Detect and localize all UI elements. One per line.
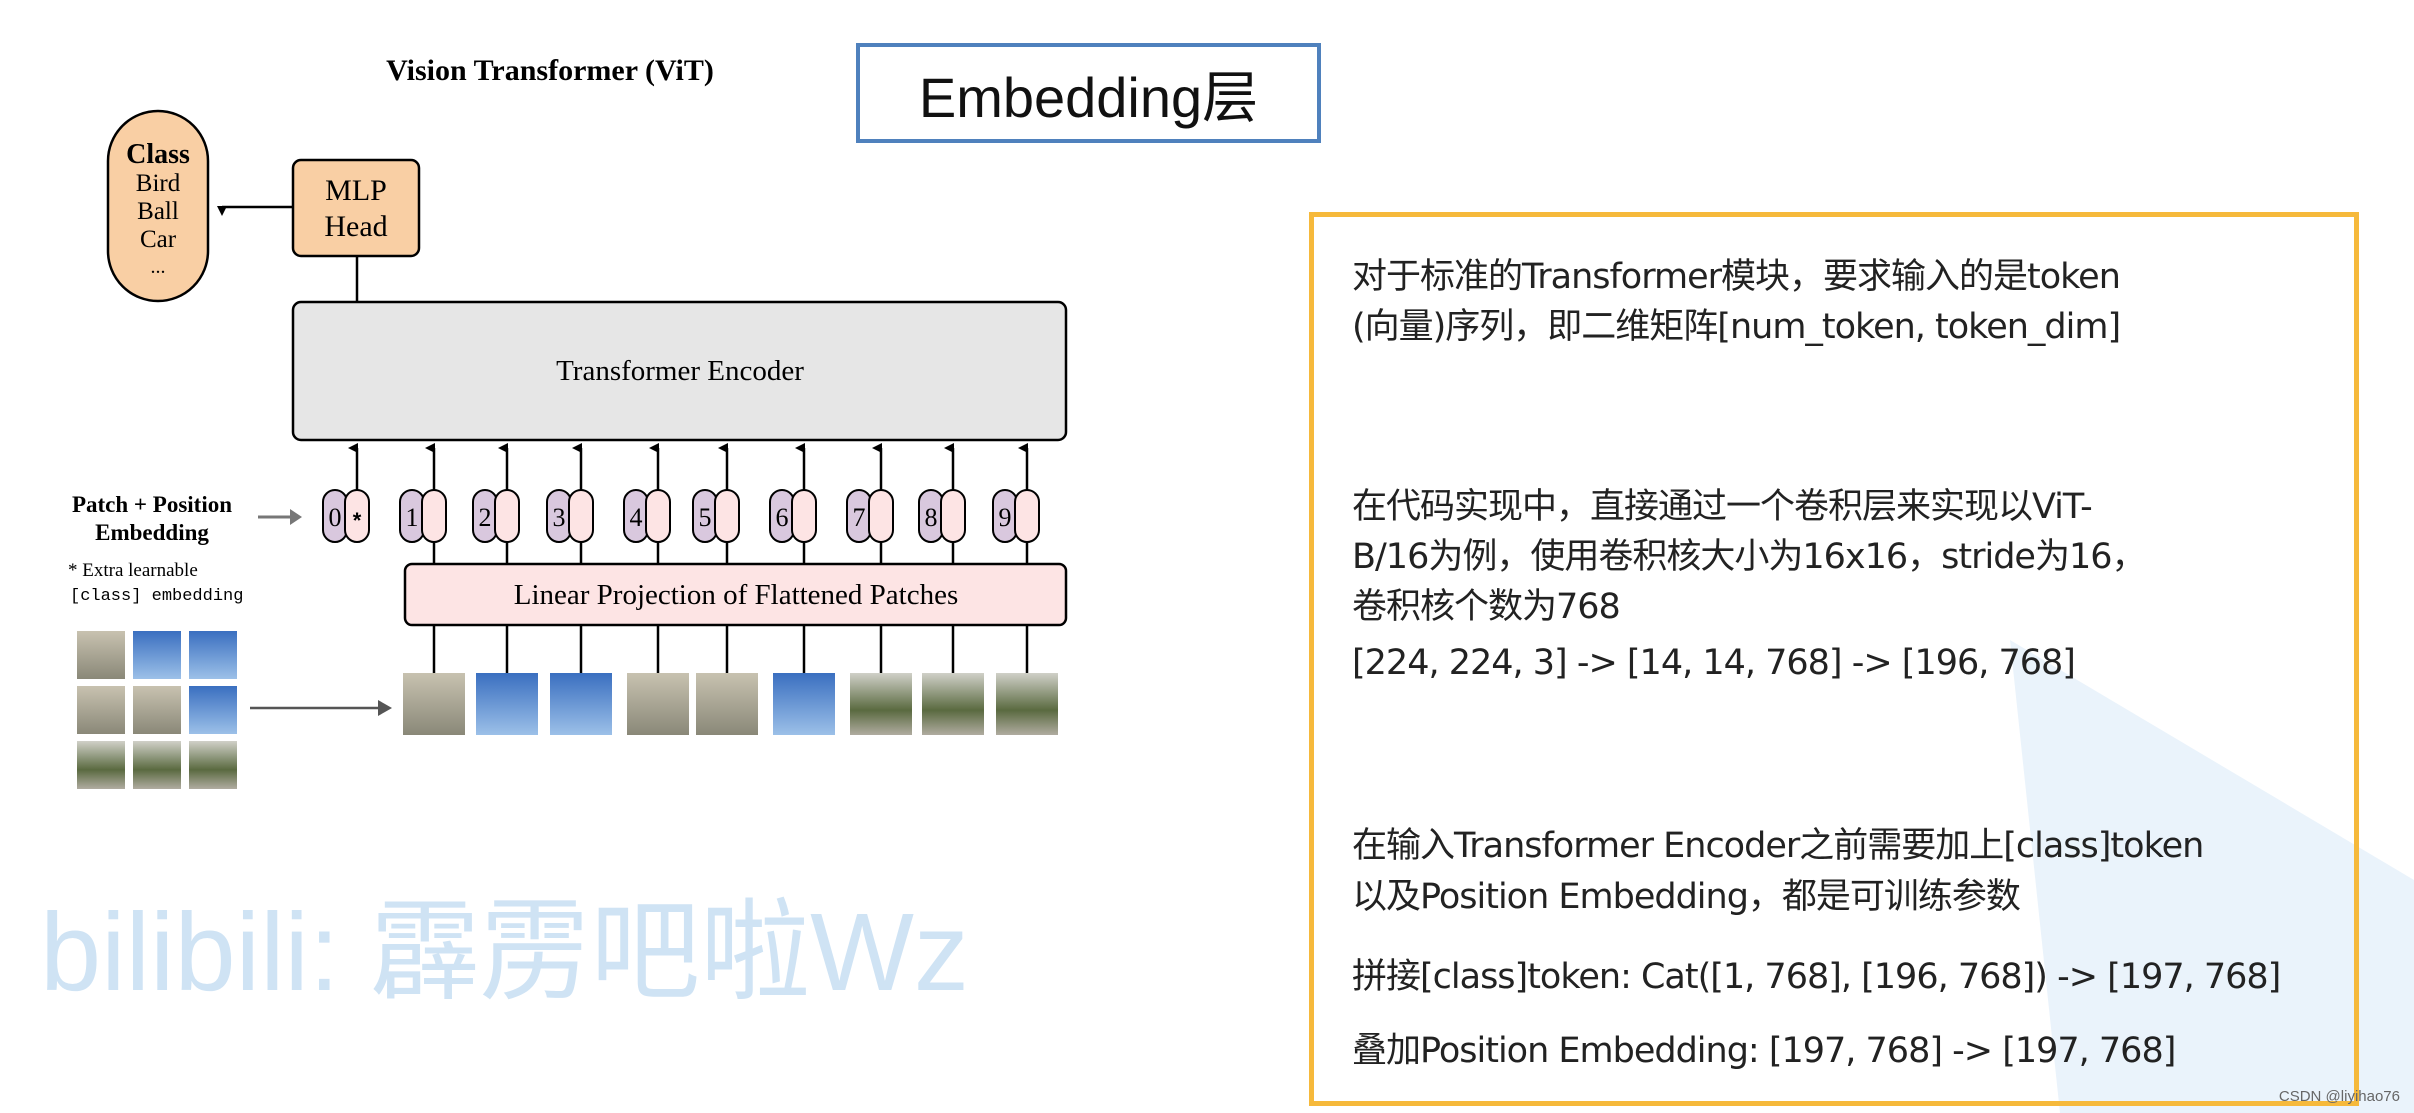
note-line: [224, 224, 3] -> [14, 14, 768] -> [196, … (1352, 643, 2076, 683)
token-index: 5 (699, 503, 712, 532)
image-patch (476, 673, 538, 735)
patch-embedding (714, 489, 740, 543)
embedding-label-line: Patch + Position (72, 492, 232, 517)
class-item: Car (140, 226, 177, 253)
watermark: bilibili: 霹雳吧啦Wz (40, 891, 969, 1014)
grid-patch (133, 631, 181, 679)
token-6: 6 (769, 443, 817, 673)
token-index: 4 (630, 503, 643, 532)
class-item: ... (151, 256, 166, 278)
image-patch (696, 673, 758, 735)
note-line: 以及Position Embedding，都是可训练参数 (1352, 877, 2021, 917)
grid-patch (189, 631, 237, 679)
patch-embedding (791, 489, 817, 543)
mlp-head: MLP Head (291, 158, 421, 258)
token-index: 1 (406, 503, 419, 532)
note-line: 卷积核个数为768 (1352, 587, 1621, 627)
class-item: Bird (136, 170, 181, 197)
patch-embedding (645, 489, 671, 543)
slide-title-text: Embedding层 (918, 65, 1259, 129)
token-3: 3 (546, 443, 594, 673)
patch-embedding (1014, 489, 1040, 543)
note-line: 在代码实现中，直接通过一个卷积层来实现以ViT- (1352, 487, 2093, 527)
encoder-label: Transformer Encoder (556, 355, 804, 387)
grid-patch (77, 741, 125, 789)
token-index: 3 (553, 503, 566, 532)
mlp-label: Head (324, 210, 387, 243)
token-2: 2 (472, 443, 520, 673)
token-8: 8 (918, 443, 966, 673)
patch-embedding (494, 489, 520, 543)
grid-patch (133, 741, 181, 789)
token-index: 2 (479, 503, 492, 532)
image-patch (850, 673, 912, 735)
token-index: 8 (925, 503, 938, 532)
patch-embedding (568, 489, 594, 543)
patch-embedding (344, 489, 370, 543)
image-patch-grid (77, 631, 237, 789)
image-patch (996, 673, 1058, 735)
note-line: 在输入Transformer Encoder之前需要加上[class]token (1352, 826, 2204, 866)
class-token-symbol: * (353, 508, 362, 533)
extra-note: * Extra learnable (68, 560, 198, 581)
embedding-label-line: Embedding (95, 520, 209, 545)
token-index: 6 (776, 503, 789, 532)
vit-diagram: Vision Transformer (ViT) Class Bird Ball… (40, 54, 1068, 1014)
token-9: 9 (992, 443, 1040, 673)
image-patch (773, 673, 835, 735)
token-1: 1 (399, 443, 447, 673)
grid-patch (189, 686, 237, 734)
token-index: 7 (853, 503, 866, 532)
class-heading: Class (126, 139, 190, 170)
mlp-label: MLP (325, 174, 387, 207)
image-patch (627, 673, 689, 735)
note-line: (向量)序列，即二维矩阵[num_token, token_dim] (1352, 307, 2121, 347)
token-index: 9 (999, 503, 1012, 532)
token-7: 7 (846, 443, 894, 673)
note-line: 拼接[class]token: Cat([1, 768], [196, 768]… (1352, 957, 2281, 997)
extra-note: [class] embedding (70, 587, 243, 606)
credit: CSDN @liyihao76 (2278, 1088, 2400, 1105)
image-patch (922, 673, 984, 735)
patch-embedding (940, 489, 966, 543)
image-patch (550, 673, 612, 735)
token-5: 5 (692, 443, 740, 673)
slide-title: Embedding层 (856, 43, 1321, 143)
patch-embedding (868, 489, 894, 543)
class-item: Ball (137, 198, 179, 225)
token-index: 0 (329, 503, 342, 532)
grid-patch (189, 741, 237, 789)
projection-label: Linear Projection of Flattened Patches (514, 579, 959, 611)
image-patch (403, 673, 465, 735)
note-line: B/16为例，使用卷积核大小为16x16，stride为16， (1352, 537, 2146, 577)
class-box: Class Bird Ball Car ... (106, 109, 210, 303)
linear-projection: Linear Projection of Flattened Patches (403, 562, 1068, 627)
notes-box (1309, 212, 2359, 1106)
arrow-icon (290, 509, 302, 525)
arrow-icon (378, 700, 392, 716)
token-4: 4 (623, 443, 671, 673)
grid-patch (77, 686, 125, 734)
diagram-title: Vision Transformer (ViT) (386, 54, 714, 87)
token-0: 0* (322, 443, 370, 543)
grid-patch (77, 631, 125, 679)
transformer-encoder: Transformer Encoder (291, 300, 1068, 442)
grid-patch (133, 686, 181, 734)
embedding-label: Patch + Position Embedding * Extra learn… (68, 492, 243, 606)
patch-embedding (421, 489, 447, 543)
note-line: 叠加Position Embedding: [197, 768] -> [197… (1352, 1031, 2176, 1071)
note-line: 对于标准的Transformer模块，要求输入的是token (1352, 257, 2121, 297)
